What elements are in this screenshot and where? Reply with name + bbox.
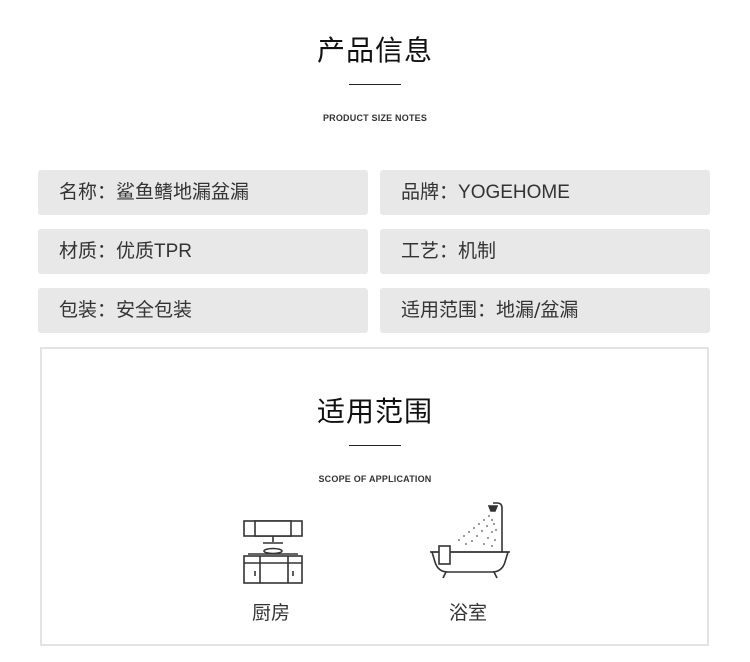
- info-label-brand: 品牌：: [401, 181, 459, 203]
- info-label-name: 名称：: [59, 181, 117, 203]
- scope-item-kitchen: 厨房: [230, 516, 312, 625]
- info-cell-craft: 工艺：机制: [380, 229, 710, 274]
- scope-panel: [40, 347, 709, 646]
- kitchen-cabinet-icon: [243, 520, 303, 584]
- scope-title: 适用范围: [316, 395, 433, 428]
- bathtub-shower-icon: [430, 502, 510, 579]
- info-cell-name: 名称：鲨鱼鳍地漏盆漏: [38, 170, 368, 215]
- scope-label-kitchen: 厨房: [251, 602, 290, 624]
- info-value-craft: 机制: [458, 240, 497, 262]
- info-label-packaging: 包装：: [59, 299, 117, 321]
- info-value-scope: 地漏/盆漏: [496, 299, 579, 321]
- info-value-brand: YOGEHOME: [458, 182, 570, 203]
- info-cell-scope: 适用范围：地漏/盆漏: [380, 288, 710, 333]
- info-label-material: 材质：: [59, 240, 117, 262]
- scope-subtitle: SCOPE OF APPLICATION: [318, 474, 432, 484]
- info-label-scope: 适用范围：: [401, 299, 497, 321]
- info-cell-material: 材质：优质TPR: [38, 229, 368, 274]
- product-info-subtitle: PRODUCT SIZE NOTES: [322, 113, 428, 123]
- scope-label-bathroom: 浴室: [448, 602, 487, 624]
- scope-item-bathroom: 浴室: [425, 500, 511, 625]
- info-value-material: 优质TPR: [116, 241, 193, 262]
- scope-title-rule: [349, 445, 401, 446]
- product-info-title-rule: [349, 84, 401, 85]
- product-info-title: 产品信息: [316, 34, 433, 67]
- info-value-packaging: 安全包装: [116, 299, 193, 321]
- info-cell-brand: 品牌：YOGEHOME: [380, 170, 710, 215]
- info-cell-packaging: 包装：安全包装: [38, 288, 368, 333]
- info-label-craft: 工艺：: [401, 240, 459, 262]
- info-value-name: 鲨鱼鳍地漏盆漏: [116, 181, 250, 203]
